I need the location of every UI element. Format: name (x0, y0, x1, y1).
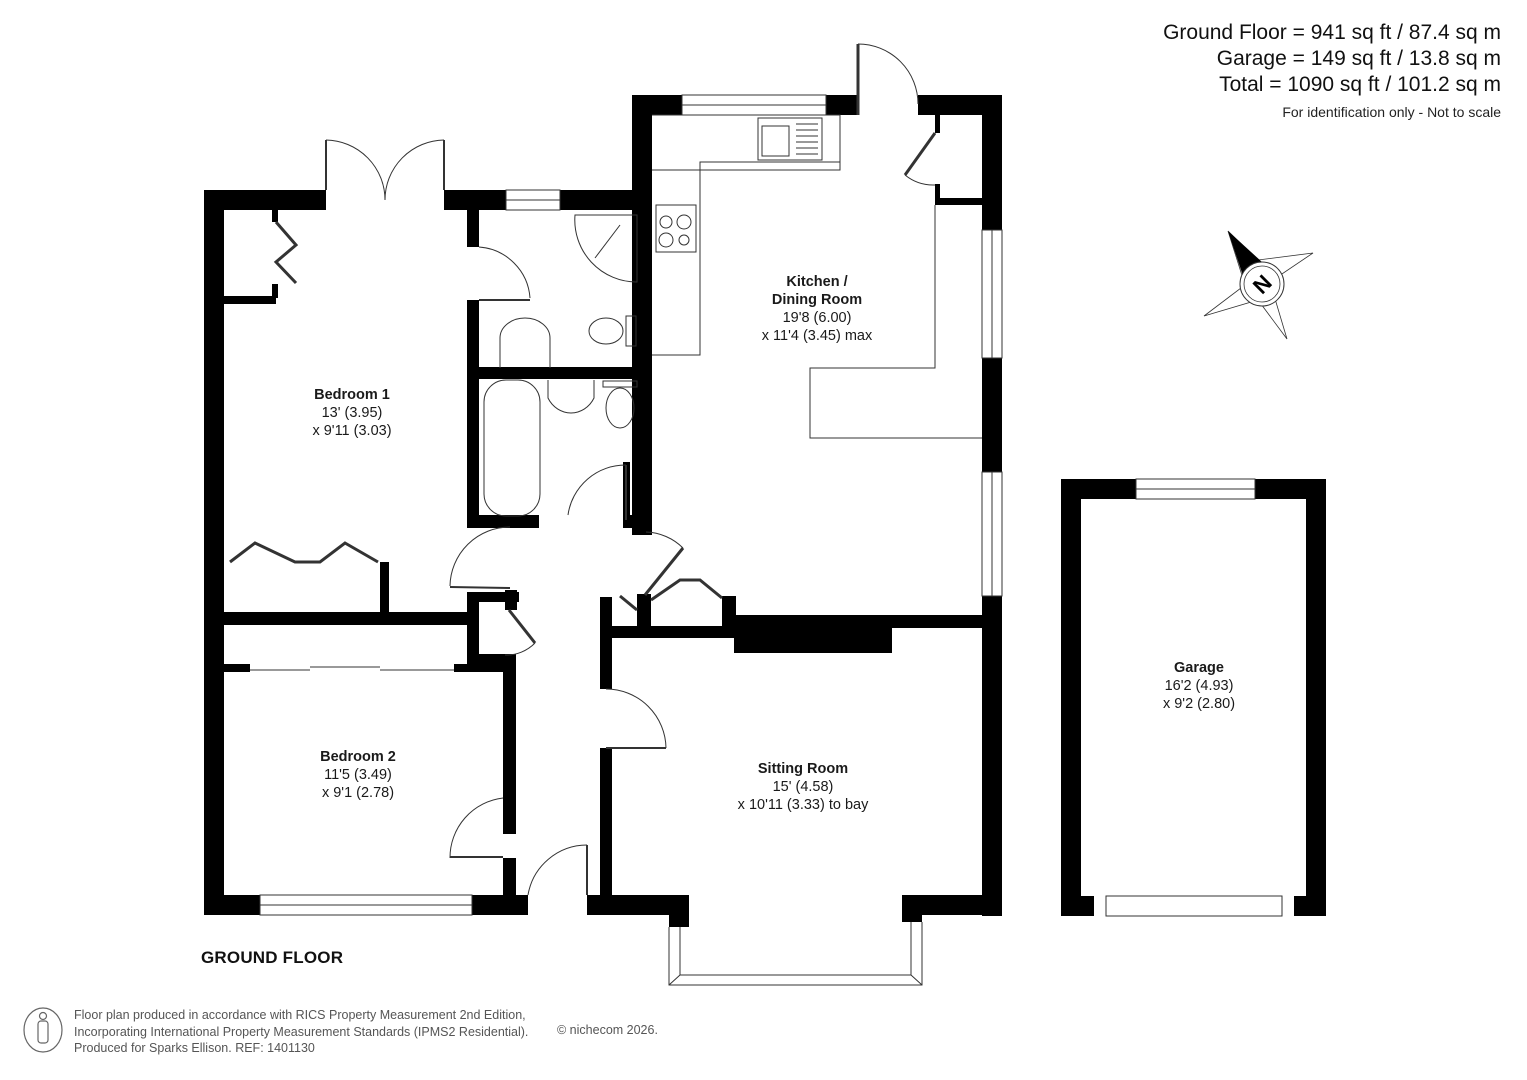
room-dimension: 13' (3.95) (321, 405, 383, 421)
room-dimension: x 11'4 (3.45) max (761, 328, 873, 344)
room-dimension: 15' (4.58) (772, 779, 834, 795)
room-name: Kitchen / (786, 274, 848, 290)
room-dimension: x 9'2 (2.80) (1162, 696, 1236, 712)
total-area: Total = 1090 sq ft / 101.2 sq m (1219, 73, 1501, 96)
footer-line: Produced for Sparks Ellison. REF: 140113… (74, 1041, 315, 1055)
room-dimension: 16'2 (4.93) (1164, 678, 1234, 694)
room-name: Sitting Room (757, 761, 849, 777)
room-kitchen-dining: Kitchen / Dining Room 19'8 (6.00) x 11'4… (762, 273, 873, 345)
room-dimension: x 9'11 (3.03) (312, 423, 392, 439)
compass: N (1203, 230, 1314, 340)
room-sitting-room: Sitting Room 15' (4.58) x 10'11 (3.33) t… (738, 760, 869, 814)
person-icon (23, 1007, 63, 1053)
room-garage: Garage 16'2 (4.93) x 9'2 (2.80) (1163, 659, 1235, 713)
garage-area: Garage = 149 sq ft / 13.8 sq m (1216, 47, 1501, 70)
footer-line: Incorporating International Property Mea… (74, 1024, 529, 1039)
room-dimension: 11'5 (3.49) (324, 767, 392, 783)
ground-floor-area: Ground Floor = 941 sq ft / 87.4 sq m (1163, 21, 1501, 44)
area-summary: Ground Floor = 941 sq ft / 87.4 sq m Gar… (1163, 20, 1501, 122)
room-dimension: 19'8 (6.00) (782, 310, 852, 326)
room-dimension: x 10'11 (3.33) to bay (737, 797, 869, 813)
room-bedroom-1: Bedroom 1 13' (3.95) x 9'11 (3.03) (312, 386, 391, 440)
room-name: Garage (1174, 660, 1224, 676)
room-name: Dining Room (771, 292, 863, 308)
room-name: Bedroom 1 (314, 387, 390, 403)
footer-line: Floor plan produced in accordance with R… (74, 1008, 526, 1022)
scale-note: For identification only - Not to scale (1282, 104, 1501, 120)
footer-credits: Floor plan produced in accordance with R… (74, 1007, 528, 1057)
room-bedroom-2: Bedroom 2 11'5 (3.49) x 9'1 (2.78) (320, 748, 396, 802)
fixtures (229, 43, 1283, 986)
room-name: Bedroom 2 (320, 749, 396, 765)
floor-title: GROUND FLOOR (201, 948, 344, 967)
room-dimension: x 9'1 (2.78) (321, 785, 395, 801)
walls (204, 95, 1326, 927)
copyright: © nichecom 2026. (557, 1023, 658, 1037)
